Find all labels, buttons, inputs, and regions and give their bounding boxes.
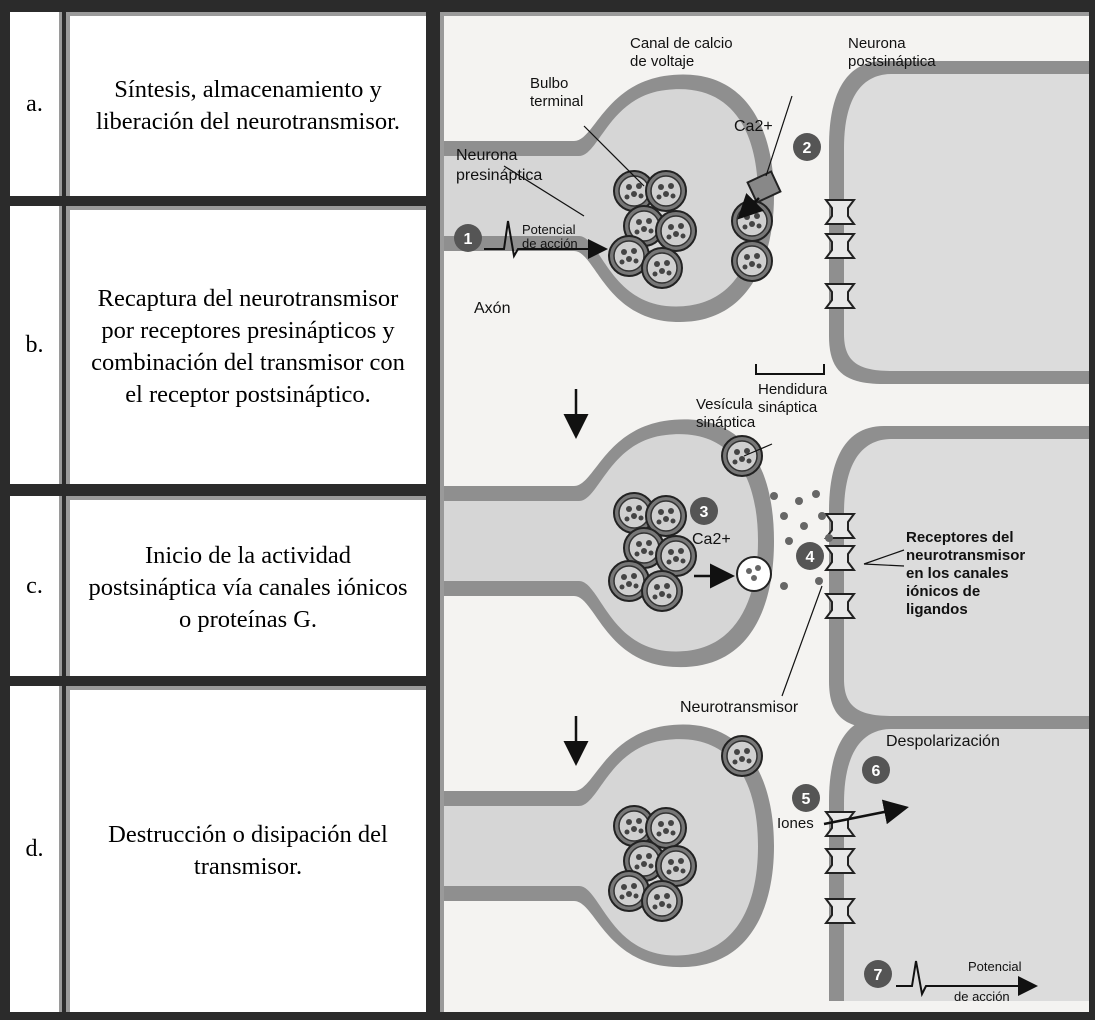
table-row: b. Recaptura del neurotransmisor por rec… [4, 206, 432, 484]
step-number: 2 [803, 140, 812, 157]
label: Iones [777, 815, 814, 832]
label: iónicos de [906, 583, 980, 600]
label: Receptores del [906, 529, 1014, 546]
label: Despolarización [886, 733, 1000, 750]
neurotransmitter-dots [770, 490, 833, 590]
vesicle-icon [722, 436, 762, 476]
fusing-vesicle-icon [737, 557, 771, 591]
vesicle-icon [656, 211, 696, 251]
label: terminal [530, 93, 583, 110]
table-row: d. Destrucción o disipación del transmis… [4, 686, 432, 1012]
leader-line [782, 586, 822, 696]
vesicle-icon [722, 736, 762, 776]
synapse-diagram: 1 2 Canal de calcio de voltaje Neurona p… [444, 16, 1089, 1012]
label: Canal de calcio [630, 35, 733, 52]
row-letter: c. [10, 496, 62, 676]
step-number: 3 [700, 504, 709, 521]
label: Neurotransmisor [680, 699, 799, 716]
label: Hendidura [758, 381, 828, 398]
label: ligandos [906, 601, 968, 618]
label: Axón [474, 300, 510, 317]
leader-line [766, 96, 792, 176]
row-description: Síntesis, almacenamiento y liberación de… [66, 12, 426, 196]
vesicle-icon [732, 241, 772, 281]
vesicle-icon [732, 201, 772, 241]
row-description: Destrucción o disipación del transmisor. [66, 686, 426, 1012]
label: Potencial [522, 222, 576, 237]
label: sináptica [696, 414, 756, 431]
step-number: 7 [874, 967, 883, 984]
panel-1: 1 2 Canal de calcio de voltaje Neurona p… [444, 35, 1089, 416]
vesicle-icon [642, 881, 682, 921]
table-row: c. Inicio de la actividad postsináptica … [4, 496, 432, 676]
row-letter: a. [10, 12, 62, 196]
panel-2: 3 4 Vesícula sináptica Ca2+ Receptores d… [444, 396, 1089, 729]
label: de acción [522, 236, 578, 251]
label: Ca2+ [692, 531, 731, 548]
row-description: Inicio de la actividad postsináptica vía… [66, 496, 426, 676]
label: Bulbo [530, 75, 568, 92]
step-number: 4 [806, 549, 815, 566]
vesicle-icon [646, 171, 686, 211]
label: de voltaje [630, 53, 694, 70]
vesicle-icon [642, 571, 682, 611]
label: Vesícula [696, 396, 753, 413]
label: Potencial [968, 959, 1022, 974]
label: sináptica [758, 399, 818, 416]
vesicle-icon [642, 248, 682, 288]
step-number: 1 [464, 231, 473, 248]
label: postsináptica [848, 53, 936, 70]
label: presináptica [456, 167, 542, 184]
label: neurotransmisor [906, 547, 1025, 564]
step-number: 5 [802, 791, 811, 808]
label: Ca2+ [734, 118, 773, 135]
row-letter: b. [10, 206, 62, 484]
row-letter: d. [10, 686, 62, 1012]
cleft-bracket [756, 364, 824, 374]
postsynaptic-cytoplasm [844, 74, 1089, 371]
panel-3: 5 6 7 Despolarización Iones Potencial de… [444, 716, 1089, 1004]
label: Neurona [848, 35, 906, 52]
label: de acción [954, 989, 1010, 1004]
label: en los canales [906, 565, 1009, 582]
label: Neurona [456, 147, 517, 164]
step-number: 6 [872, 763, 881, 780]
synapse-diagram-panel: 1 2 Canal de calcio de voltaje Neurona p… [440, 12, 1089, 1012]
table-row: a. Síntesis, almacenamiento y liberación… [4, 12, 432, 196]
row-description: Recaptura del neurotransmisor por recept… [66, 206, 426, 484]
